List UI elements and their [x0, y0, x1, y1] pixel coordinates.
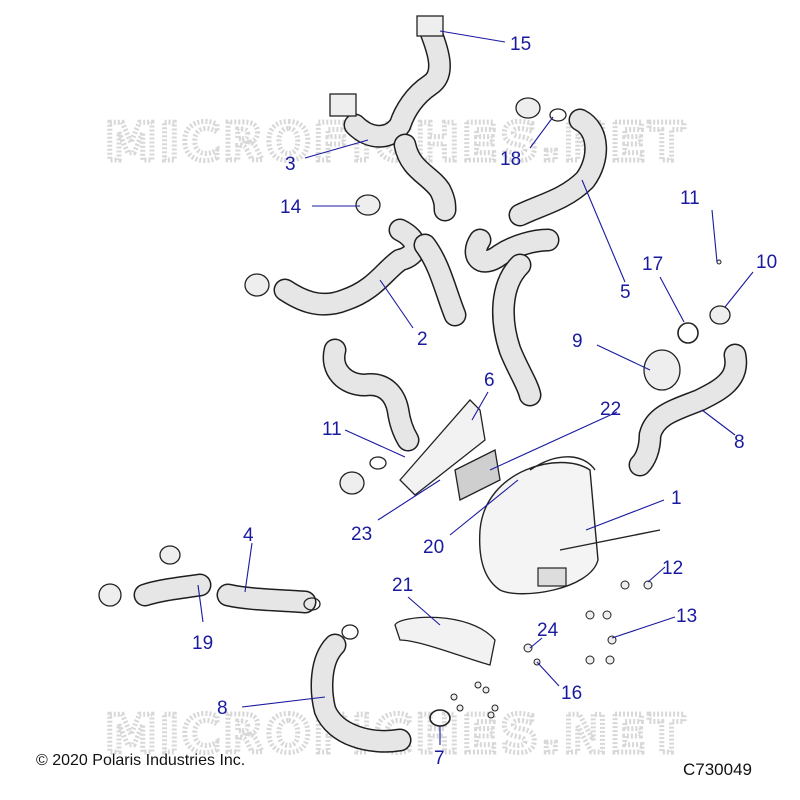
callout-14: 14: [280, 197, 302, 218]
hose-4: [98, 545, 321, 614]
callout-22: 22: [600, 399, 621, 420]
callout-19: 19: [192, 633, 213, 654]
callout-13: 13: [676, 606, 697, 627]
leader-lines: [197, 30, 754, 745]
callout-5: 5: [620, 282, 631, 303]
callout-labels: 1 2 3 4 5 6 7 8 8 9 10 11 11 12 13 14 15…: [192, 34, 777, 769]
callout-24: 24: [537, 620, 559, 641]
hose-8-right: [628, 305, 748, 477]
copyright-notice: © 2020 Polaris Industries Inc.: [36, 752, 246, 769]
callout-11-lower: 11: [322, 419, 342, 440]
callout-21: 21: [392, 575, 413, 596]
callout-16: 16: [561, 683, 582, 704]
callout-9: 9: [572, 331, 583, 352]
callout-4: 4: [243, 525, 254, 546]
callout-12: 12: [662, 558, 683, 579]
callout-2: 2: [417, 329, 428, 350]
hose-5: [508, 97, 608, 227]
hose-8-lower: [310, 616, 496, 753]
hose-middle: [464, 228, 560, 407]
intake-duct-upper: [329, 15, 457, 222]
hardware-small: [450, 259, 722, 719]
callout-1: 1: [671, 488, 682, 509]
callout-10: 10: [756, 252, 777, 273]
diagram-code: C730049: [683, 760, 753, 779]
callout-17: 17: [642, 254, 663, 275]
callout-15: 15: [510, 34, 531, 55]
callout-8-right: 8: [734, 432, 745, 453]
callout-8-lower: 8: [217, 698, 228, 719]
callout-6: 6: [484, 370, 495, 391]
callout-11-upper: 11: [680, 188, 700, 209]
callout-23: 23: [351, 524, 372, 545]
callout-3: 3: [285, 154, 296, 175]
callout-7: 7: [434, 748, 445, 769]
callout-18: 18: [500, 149, 521, 170]
bracket-6: [339, 399, 501, 501]
muffler-1: [478, 456, 661, 595]
hose-2: [244, 194, 467, 452]
callout-20: 20: [423, 537, 444, 558]
